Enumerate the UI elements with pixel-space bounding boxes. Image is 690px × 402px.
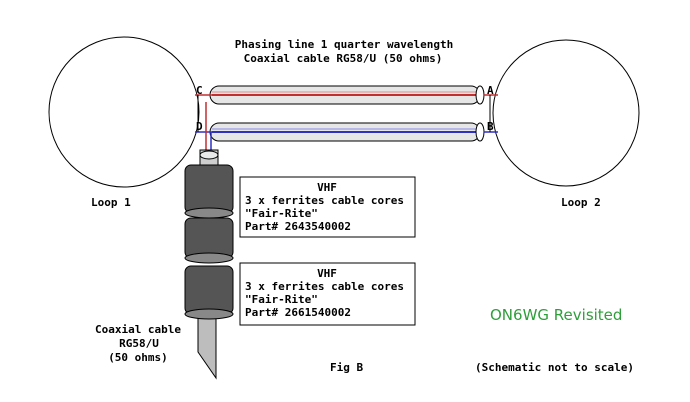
loop-1-circle: [48, 36, 200, 188]
ferrite-box-1: [239, 176, 416, 238]
feed-cable-label-3: (50 ohms): [108, 351, 168, 364]
connection-wires: [195, 94, 498, 152]
figure-label: Fig B: [330, 361, 363, 374]
point-b-label: B: [487, 120, 494, 133]
ferrite-cores-set: [184, 164, 234, 320]
point-c-label: C: [196, 84, 203, 97]
loop-2-label: Loop 2: [561, 196, 601, 209]
point-d-label: D: [196, 120, 203, 133]
feed-cable-label-2: RG58/U: [119, 337, 159, 350]
phasing-cable: [209, 85, 485, 142]
box-1-line-3: "Fair-Rite": [245, 207, 318, 220]
feed-coax: [197, 149, 219, 380]
scale-note: (Schematic not to scale): [475, 361, 634, 374]
box-1-line-4: Part# 2643540002: [245, 220, 351, 233]
ferrite-box-2: [239, 262, 416, 326]
title-line-1: Phasing line 1 quarter wavelength: [235, 38, 454, 51]
feed-cable-label-1: Coaxial cable: [95, 323, 181, 336]
loop-1-label: Loop 1: [91, 196, 131, 209]
title-line-2: Coaxial cable RG58/U (50 ohms): [244, 52, 443, 65]
box-1-line-2: 3 x ferrites cable cores: [245, 194, 404, 207]
loop-2-circle: [492, 39, 640, 187]
box-2-line-2: 3 x ferrites cable cores: [245, 280, 404, 293]
box-2-line-4: Part# 2661540002: [245, 306, 351, 319]
box-1-line-1: VHF: [317, 181, 337, 194]
box-2-line-3: "Fair-Rite": [245, 293, 318, 306]
credit-text: ON6WG Revisited: [490, 306, 622, 324]
box-2-line-1: VHF: [317, 267, 337, 280]
point-a-label: A: [487, 84, 494, 97]
